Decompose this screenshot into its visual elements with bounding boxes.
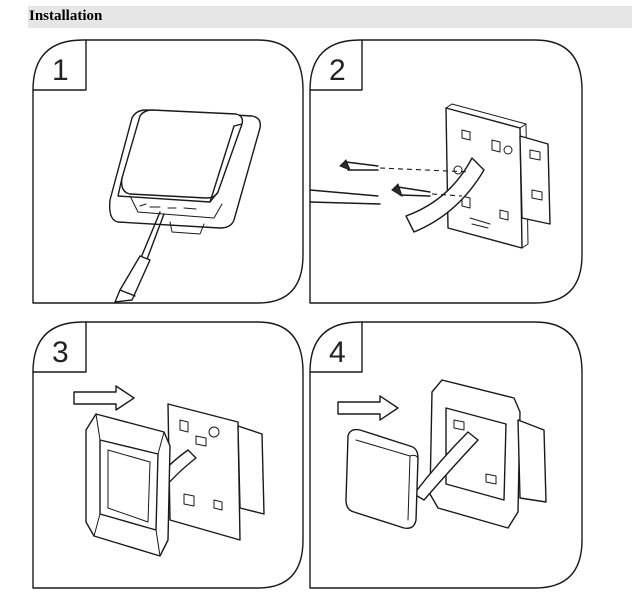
- step-4-panel: 4: [309, 321, 583, 589]
- attach-front-panel-icon: [337, 379, 547, 530]
- section-header-bar: [28, 6, 632, 28]
- step-2-panel: 2: [309, 39, 583, 304]
- attach-frame-icon: [73, 385, 265, 557]
- step-4-number: 4: [329, 336, 346, 369]
- section-title: Installation: [29, 8, 103, 24]
- step-3-number: 3: [52, 336, 69, 369]
- step-2-number: 2: [329, 54, 346, 87]
- thermostat-pry-with-screwdriver-icon: [108, 109, 262, 303]
- step-3-panel: 3: [32, 321, 304, 589]
- step-1-panel: 1: [32, 39, 304, 304]
- step-1-number: 1: [52, 54, 69, 87]
- mount-back-plate-with-screws-icon: [309, 103, 551, 249]
